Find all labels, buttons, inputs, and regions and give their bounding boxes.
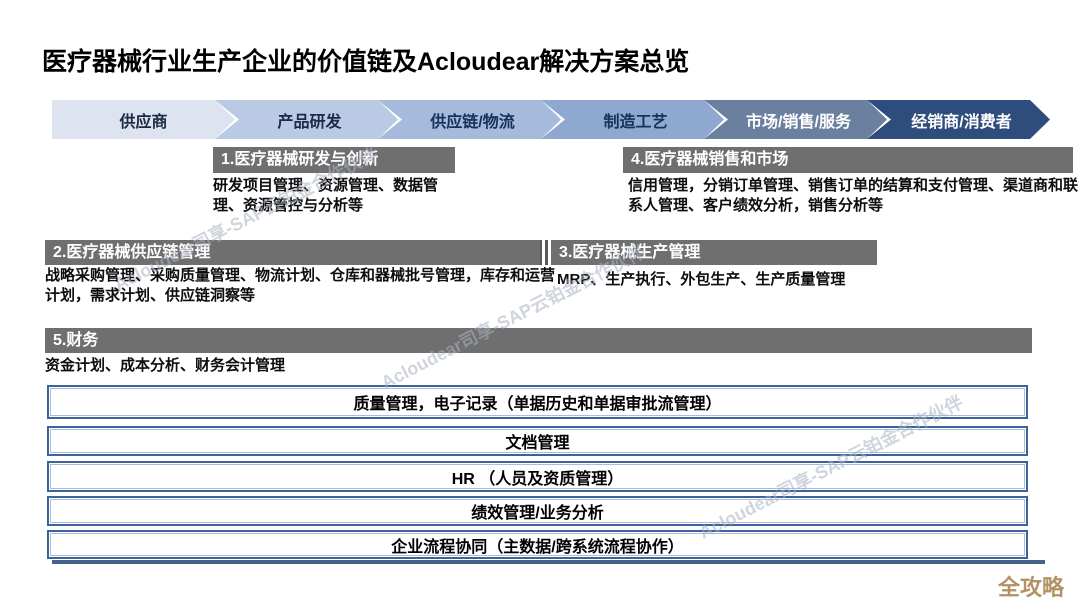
stage-label: 产品研发 (277, 113, 342, 131)
section-3-header: 3.医疗器械生产管理 (551, 240, 877, 265)
platform-row-documents: 文档管理 (47, 426, 1028, 456)
section-4-header: 4.医疗器械销售和市场 (623, 147, 1073, 173)
platform-row-label: 绩效管理/业务分析 (471, 505, 604, 522)
value-chain-stage-market-sales-service: 市场/销售/服务 (704, 100, 887, 139)
section-1-header: 1.医疗器械研发与创新 (213, 147, 455, 173)
section-2-header: 2.医疗器械供应链管理 (45, 240, 542, 265)
platform-row-performance: 绩效管理/业务分析 (47, 496, 1028, 526)
section-2-body: 战略采购管理、采购质量管理、物流计划、仓库和器械批号管理，库存和运营计划，需求计… (45, 267, 556, 304)
footer-brand: 全攻略 (997, 575, 1064, 600)
platform-row-label: 文档管理 (505, 435, 570, 452)
platform-row-label: 企业流程协同（主数据/跨系统流程协作） (391, 538, 684, 556)
value-chain-stage-manufacturing: 制造工艺 (541, 100, 724, 139)
section-5-header: 5.财务 (45, 328, 1032, 353)
value-chain-stage-suppliers: 供应商 (52, 100, 235, 139)
platform-row-hr: HR （人员及资质管理） (47, 461, 1028, 492)
section-4-body: 信用管理，分销订单管理、销售订单的结算和支付管理、渠道商和联系人管理、客户绩效分… (628, 177, 1079, 214)
value-chain-stage-supply-logistics: 供应链/物流 (378, 100, 561, 139)
section-5-body: 资金计划、成本分析、财务会计管理 (45, 357, 286, 374)
platform-row-quality: 质量管理，电子记录（单据历史和单据审批流管理） (47, 385, 1028, 419)
value-chain-stage-product-rnd: 产品研发 (215, 100, 398, 139)
section-1-body: 研发项目管理、资源管理、数据管理、资源管控与分析等 (213, 177, 439, 214)
section-divider (540, 240, 548, 265)
platform-row-label: 质量管理，电子记录（单据历史和单据审批流管理） (353, 396, 722, 413)
stage-label: 制造工艺 (603, 113, 668, 131)
stage-label: 市场/销售/服务 (746, 113, 851, 131)
page-title: 医疗器械行业生产企业的价值链及Acloudear解决方案总览 (42, 48, 690, 76)
platform-row-process-collaboration: 企业流程协同（主数据/跨系统流程协作） (47, 530, 1028, 559)
section-3-body: MRP、生产执行、外包生产、生产质量管理 (557, 271, 846, 288)
platform-row-label: HR （人员及资质管理） (451, 470, 624, 488)
stage-label: 供应商 (119, 113, 168, 131)
stage-label: 供应链/物流 (430, 113, 515, 131)
value-chain-stage-distributor-consumer: 经销商/消费者 (867, 100, 1050, 139)
stage-label: 经销商/消费者 (911, 113, 1012, 131)
footer-rule (52, 560, 1045, 564)
